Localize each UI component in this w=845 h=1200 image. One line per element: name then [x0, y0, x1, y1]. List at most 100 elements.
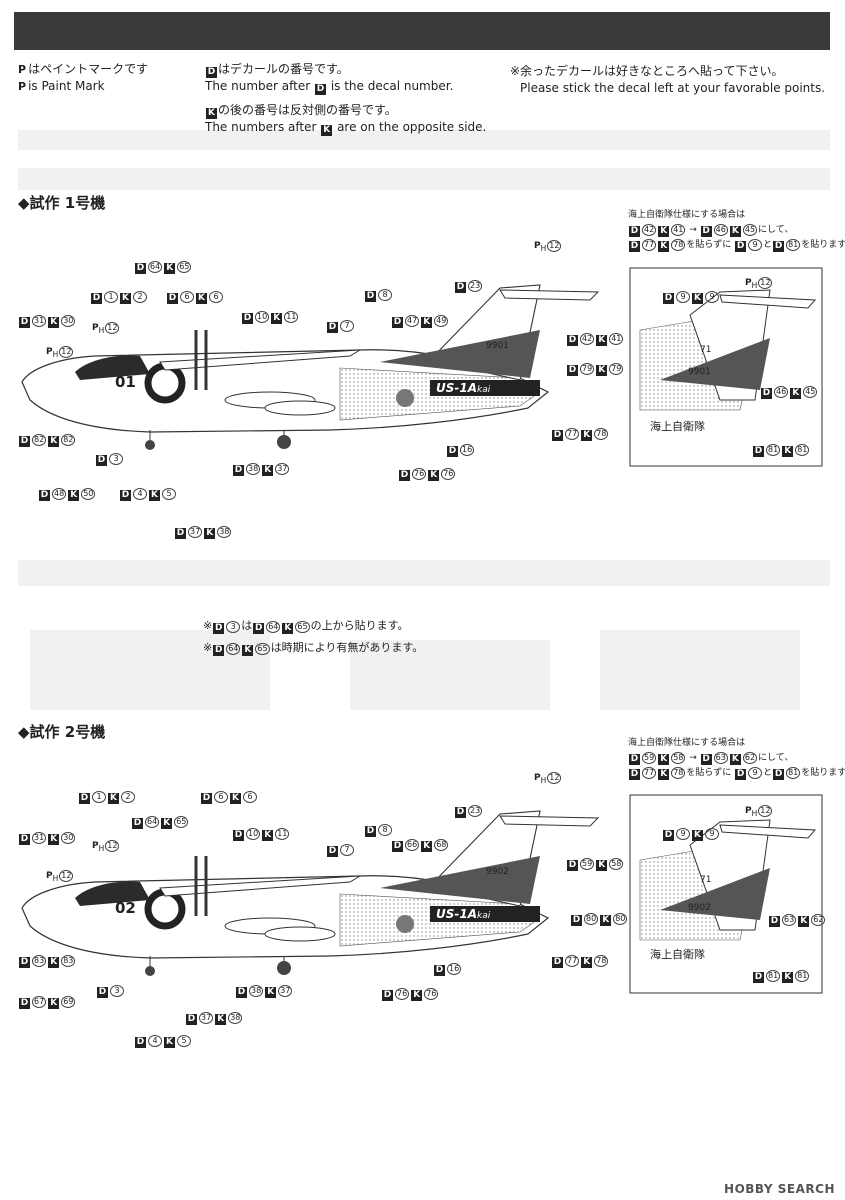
opposite-side-icon: K	[421, 841, 433, 852]
opposite-en-post: are on the opposite side.	[337, 120, 487, 134]
opposite-side-icon: K	[48, 957, 60, 968]
wing	[159, 349, 361, 371]
decal-icon: D	[167, 293, 178, 304]
decal-icon: D	[552, 430, 563, 441]
jmsdf-note-title: 海上自衛隊仕様にする場合は	[628, 210, 746, 220]
note-text: は	[241, 619, 253, 632]
tail-stripe	[380, 856, 540, 904]
decal-icon: D	[434, 965, 445, 976]
model-banner	[430, 380, 540, 396]
decal-icon: D	[769, 916, 780, 927]
decal-icon: D	[19, 436, 30, 447]
decal-icon: D	[629, 226, 640, 237]
decal-number: 78	[671, 767, 686, 779]
opposite-side-icon: K	[215, 1014, 227, 1025]
decal-number: 4	[148, 1035, 162, 1047]
decal-number: 81	[786, 767, 801, 779]
note-text: と	[763, 768, 773, 778]
wing	[159, 875, 361, 897]
opposite-side-icon: K	[428, 470, 440, 481]
arrow: →	[689, 753, 697, 763]
decal-icon: D	[213, 645, 225, 656]
note-text: は時期により有無があります。	[270, 641, 424, 654]
opposite-side-icon: K	[262, 830, 274, 841]
decal-icon: D	[629, 769, 640, 780]
paint-mark-jp: はペイントマークです	[28, 62, 149, 76]
decal-icon: D	[700, 754, 712, 765]
paint-mark-en: is Paint Mark	[28, 79, 105, 93]
decal-icon: D	[327, 322, 338, 333]
opposite-side-icon: K	[729, 226, 741, 237]
decal-icon: D	[233, 465, 244, 476]
opposite-side-icon: K	[242, 645, 254, 656]
decal-number: 37	[275, 463, 290, 475]
decal-number: 69	[61, 996, 76, 1008]
decal-number: 77	[565, 428, 580, 440]
opposite-side-icon: K	[658, 226, 670, 237]
decal-icon: D	[663, 293, 674, 304]
decal-number: 64	[226, 643, 241, 655]
decal-icon: D	[455, 282, 466, 293]
decal-number: 58	[671, 752, 686, 764]
opposite-side-icon: K	[658, 241, 670, 252]
decal-icon: D	[392, 317, 403, 328]
landing-gear-wheel	[277, 961, 291, 975]
fuselage-code-1: 01	[115, 373, 136, 391]
detail-tail-number-1: 9901	[688, 367, 711, 377]
opposite-side-icon: K	[596, 860, 608, 871]
leftover-en: Please stick the decal left at your favo…	[520, 81, 826, 95]
opposite-side-icon: K	[321, 125, 333, 136]
decal-number: 79	[580, 363, 595, 375]
decal-number: 42	[580, 333, 595, 345]
decal-icon: D	[365, 826, 376, 837]
decal-number: 6	[209, 291, 223, 303]
opposite-side-icon: K	[48, 998, 60, 1009]
hinomaru	[396, 915, 414, 933]
ghost-panel	[18, 168, 830, 190]
decal-number: 9	[705, 291, 719, 303]
note-text: ※	[203, 619, 213, 632]
horizontal-tail	[499, 289, 600, 301]
decal-number: 37	[199, 1012, 214, 1024]
decal-number: 11	[275, 828, 290, 840]
decal-number: 79	[609, 363, 624, 375]
decal-number: 66	[405, 839, 420, 851]
decal-icon: D	[201, 793, 212, 804]
decal-number: 63	[713, 752, 728, 764]
opposite-side-icon: K	[421, 317, 433, 328]
decal-icon: D	[19, 957, 30, 968]
decal-icon: D	[761, 388, 772, 399]
opposite-side-icon: K	[196, 293, 207, 304]
decal-number: 45	[742, 224, 758, 236]
opposite-side-icon: K	[164, 1037, 175, 1048]
decal-number: 49	[434, 315, 449, 327]
decal-icon: D	[571, 915, 582, 926]
decal-number: 46	[713, 224, 728, 236]
decal-number: 81	[786, 239, 801, 251]
decal-number: 64	[148, 261, 163, 273]
decal-number: 31	[32, 832, 47, 844]
